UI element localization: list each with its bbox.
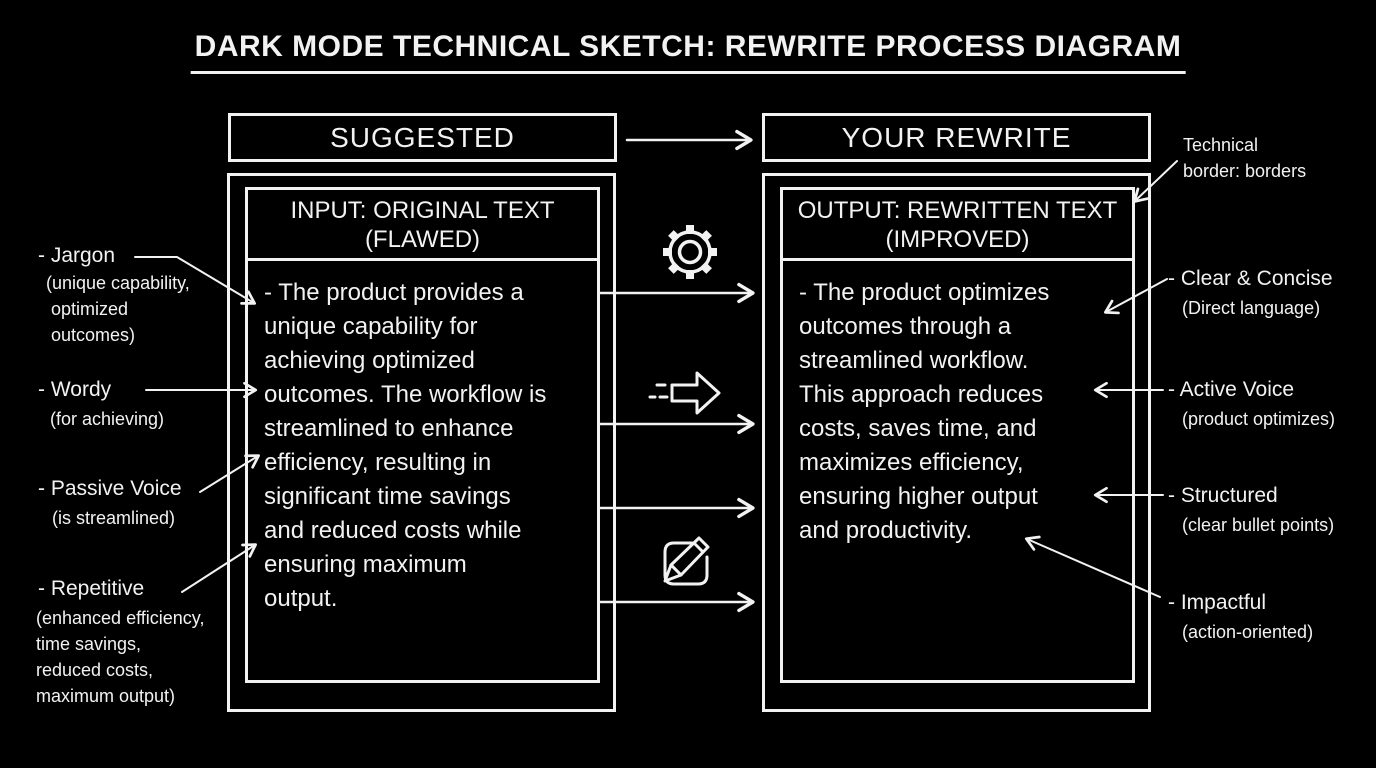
repetitive-detail: (enhanced efficiency, time savings, redu…: [36, 608, 205, 706]
technical-border-pointer-arrow: [1133, 160, 1178, 203]
passive-voice-detail: (is streamlined): [52, 508, 176, 528]
suggested-header-label: SUGGESTED: [330, 121, 515, 153]
your-rewrite-header-label: YOUR REWRITE: [841, 121, 1072, 153]
jargon-detail: (unique capability, optimized outcomes): [46, 273, 190, 345]
suggested-header-box: SUGGESTED: [228, 113, 617, 162]
repetitive-pointer-arrow: [181, 543, 257, 593]
passive-voice-label: - Passive Voice: [38, 477, 182, 500]
clear-concise-detail: (Direct language): [1182, 298, 1321, 318]
output-box-title: OUTPUT: REWRITTEN TEXT (IMPROVED): [783, 190, 1132, 261]
input-box-title: INPUT: ORIGINAL TEXT (FLAWED): [248, 190, 597, 261]
impactful-detail: (action-oriented): [1182, 622, 1314, 642]
impactful-label: - Impactful: [1168, 591, 1267, 614]
input-original-text-box: INPUT: ORIGINAL TEXT (FLAWED) - The prod…: [245, 187, 600, 683]
input-box-text: - The product provides a unique capabili…: [264, 279, 547, 612]
output-rewritten-text-box: OUTPUT: REWRITTEN TEXT (IMPROVED) - The …: [780, 187, 1135, 683]
impactful-pointer-arrow: [1024, 535, 1161, 598]
wordy-label: - Wordy: [38, 378, 112, 401]
your-rewrite-header-box: YOUR REWRITE: [762, 113, 1151, 162]
output-box-text: - The product optimizes outcomes through…: [799, 279, 1050, 544]
wordy-detail: (for achieving): [50, 409, 165, 429]
jargon-label: - Jargon: [38, 244, 116, 267]
passive-voice-pointer-arrow: [199, 454, 260, 493]
clear-concise-label: - Clear & Concise: [1168, 267, 1333, 290]
block-arrow-right-icon: [648, 371, 721, 415]
page-title: DARK MODE TECHNICAL SKETCH: REWRITE PROC…: [190, 30, 1186, 74]
jargon-pointer-arrow: [134, 256, 256, 305]
technical-border-note: Technical border: borders: [1183, 135, 1307, 181]
structured-detail: (clear bullet points): [1182, 515, 1335, 535]
rewrite-panel-border: [762, 173, 1151, 712]
active-voice-label: - Active Voice: [1168, 378, 1295, 401]
suggested-panel-border: [227, 173, 616, 712]
active-voice-detail: (product optimizes): [1182, 409, 1336, 429]
gear-icon: [663, 225, 717, 279]
clear-concise-pointer-arrow: [1103, 278, 1168, 315]
repetitive-label: - Repetitive: [38, 577, 145, 600]
structured-label: - Structured: [1168, 484, 1278, 507]
pencil-edit-icon: [663, 536, 710, 586]
